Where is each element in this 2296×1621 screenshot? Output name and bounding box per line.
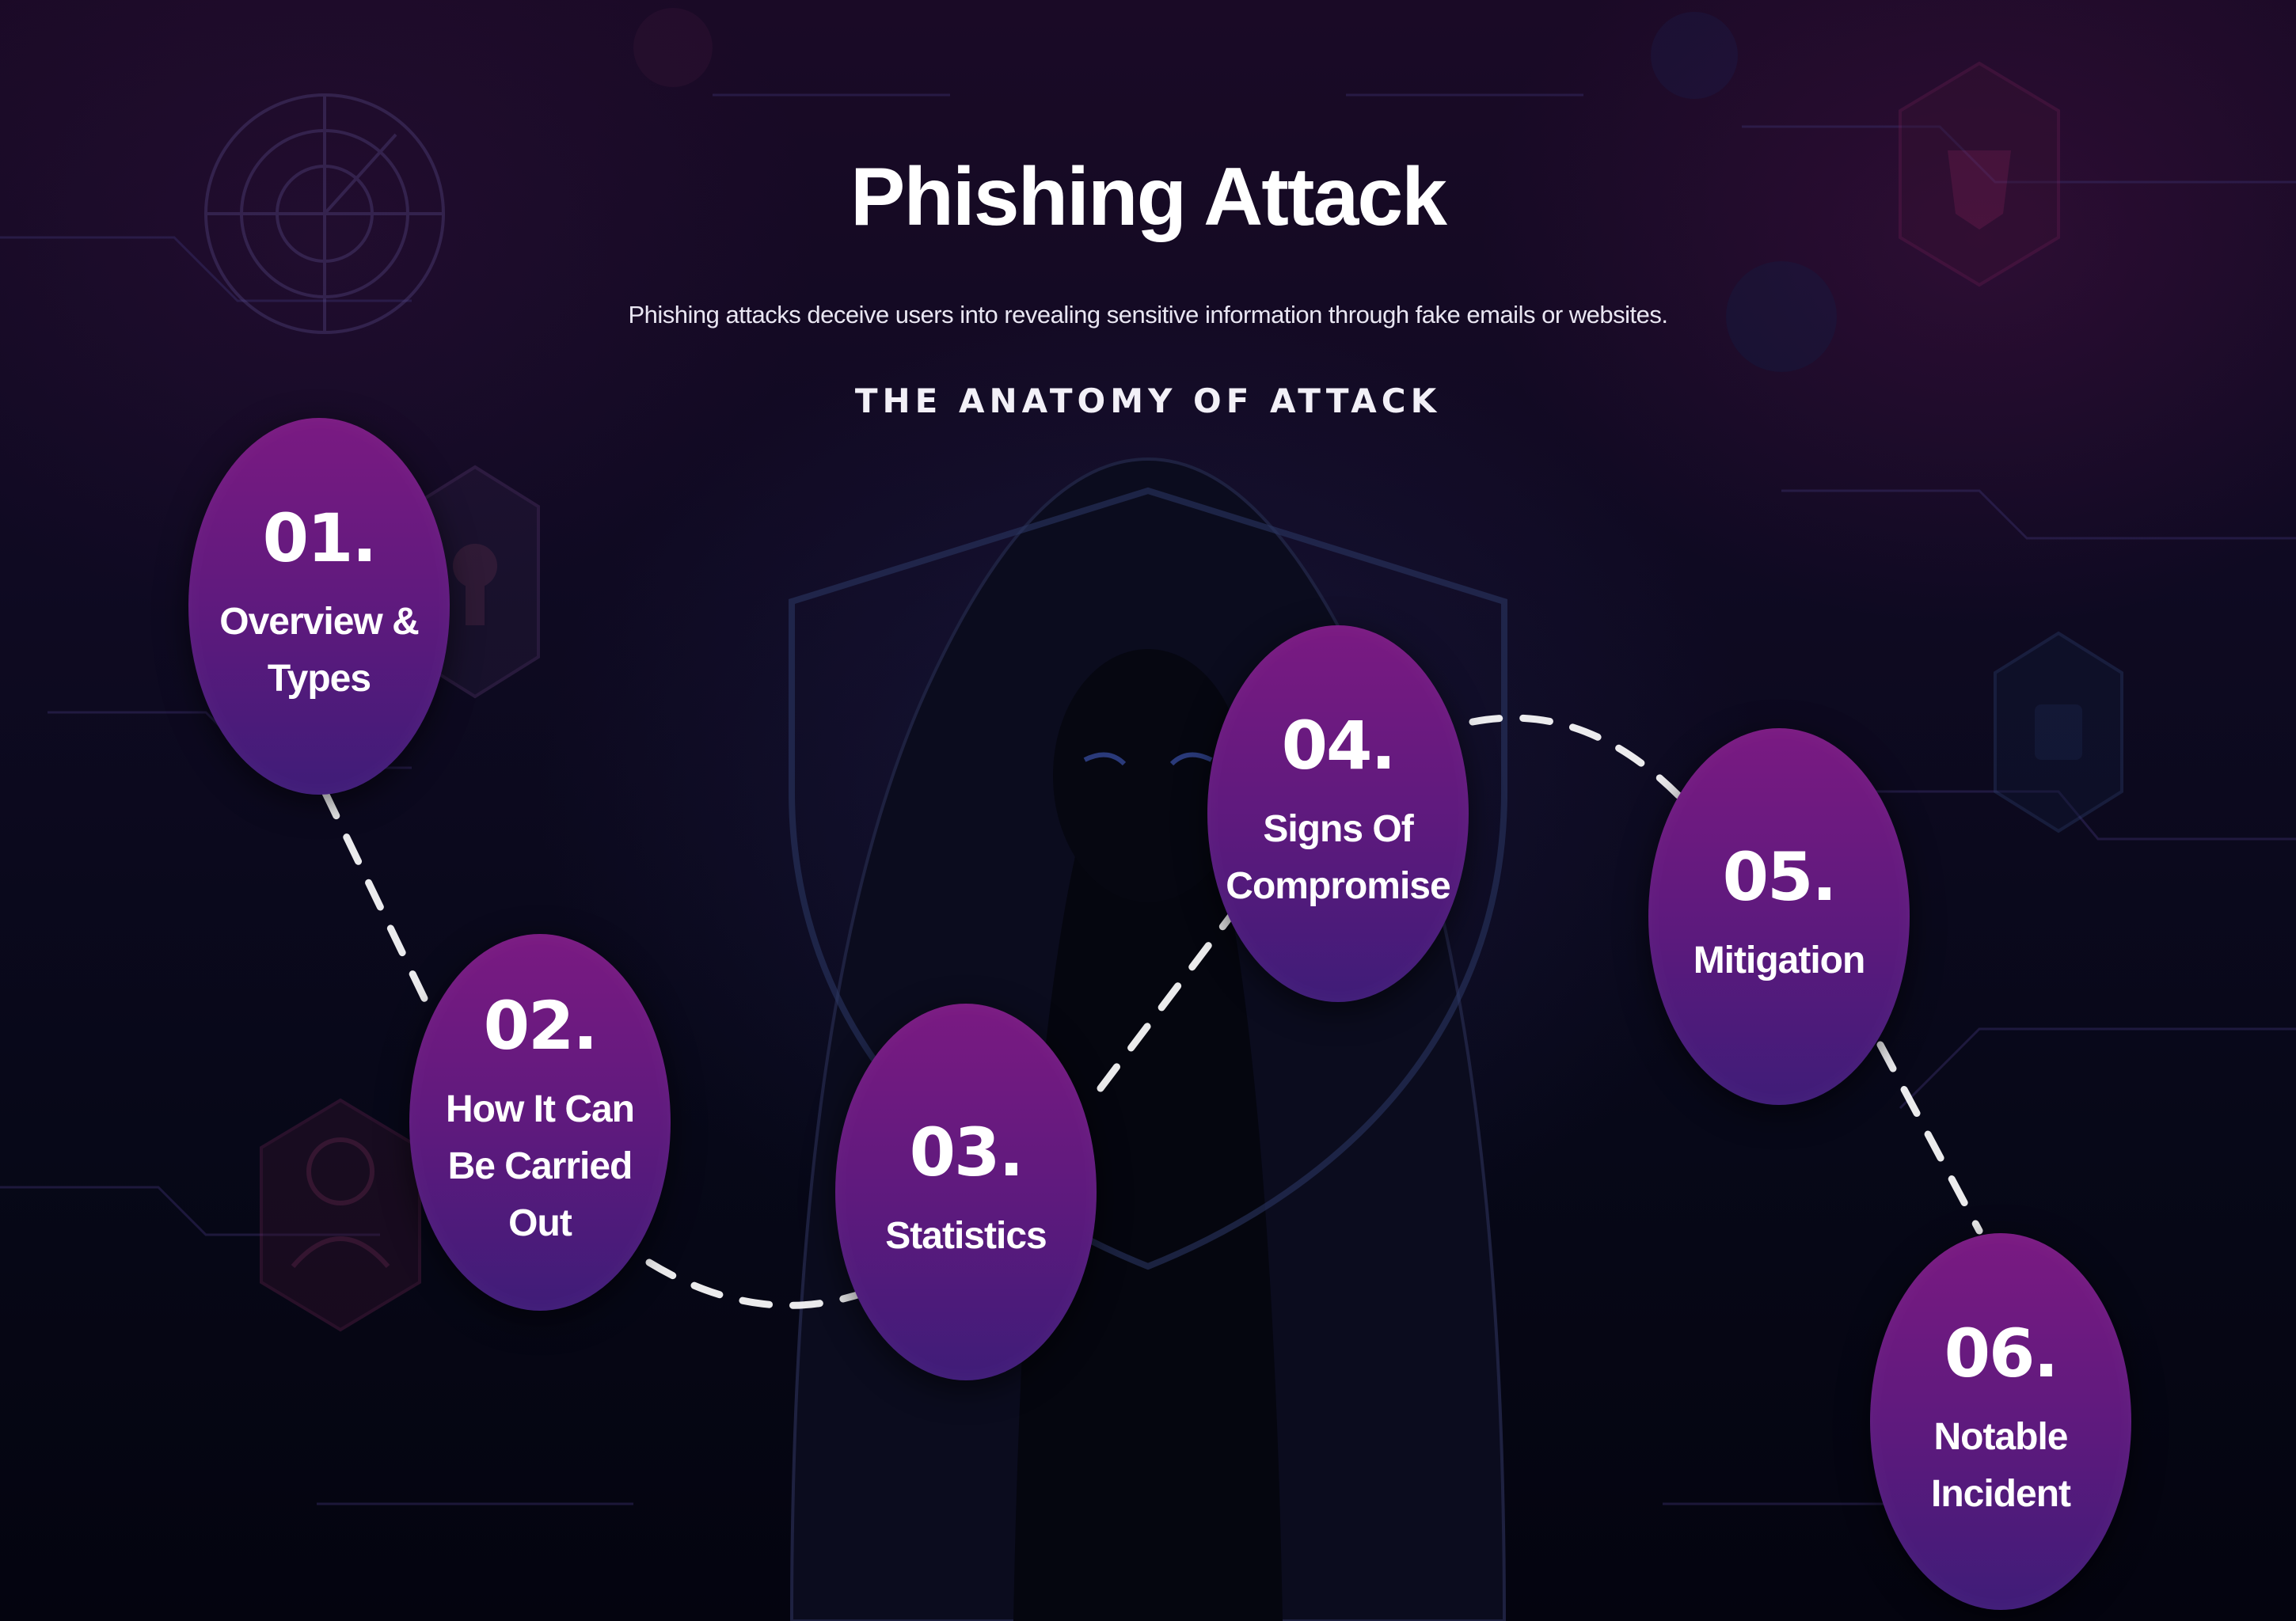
shield-icon	[789, 487, 1507, 1270]
step-label: Notable Incident	[1930, 1416, 2071, 1515]
lock-icon	[633, 8, 1837, 372]
step-statistics[interactable]: 03. Statistics	[835, 1004, 1097, 1380]
section-heading: THE ANATOMY OF ATTACK	[854, 382, 1442, 420]
padlock-icon	[1994, 631, 2123, 833]
step-number: 03.	[909, 1114, 1024, 1191]
step-overview-types[interactable]: 01. Overview & Types	[188, 418, 450, 795]
radar-icon	[204, 93, 445, 334]
step-number: 02.	[483, 987, 599, 1065]
step-label: Overview & Types	[219, 601, 419, 700]
step-label: How It Can Be Carried Out	[446, 1088, 635, 1244]
shield-icon	[1899, 61, 2060, 287]
step-number: 04.	[1281, 707, 1397, 784]
step-how-carried-out[interactable]: 02. How It Can Be Carried Out	[409, 934, 671, 1311]
step-label: Signs Of Compromise	[1226, 808, 1450, 907]
step-number: 06.	[1944, 1315, 2059, 1392]
page-title: Phishing Attack	[850, 151, 1447, 243]
step-signs-of-compromise[interactable]: 04. Signs Of Compromise	[1207, 625, 1469, 1002]
user-icon	[260, 1098, 421, 1332]
step-label: Statistics	[885, 1215, 1047, 1257]
page-subtitle: Phishing attacks deceive users into reve…	[628, 301, 1668, 328]
step-notable-incident[interactable]: 06. Notable Incident	[1870, 1233, 2131, 1610]
step-label: Mitigation	[1693, 940, 1866, 981]
step-number: 05.	[1722, 838, 1838, 916]
step-number: 01.	[262, 499, 378, 577]
circuit-lines	[0, 93, 2296, 1505]
step-mitigation[interactable]: 05. Mitigation	[1648, 728, 1910, 1105]
